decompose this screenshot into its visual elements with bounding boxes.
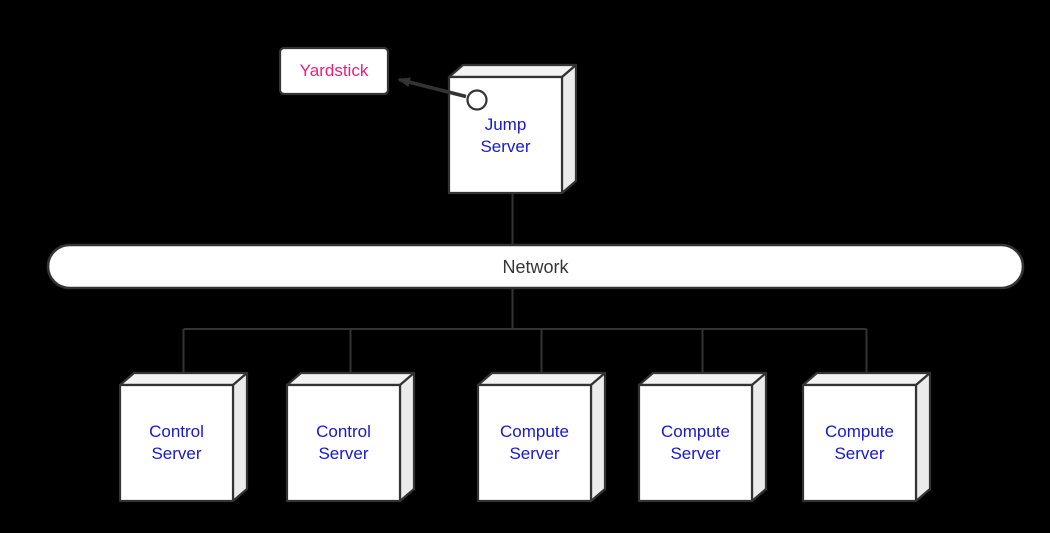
server-box-1-side [231,371,249,503]
server-box-2-side [398,371,416,503]
server-box-5 [801,371,932,503]
jump-server-box-side [560,63,578,195]
yardstick-arrow [397,77,467,99]
server-box-5-side [914,371,932,503]
jump-server-box [447,63,578,195]
yardstick-box [278,46,390,96]
server-box-2-top [285,371,416,387]
server-box-3 [476,371,607,503]
server-box-1-top [118,371,249,387]
jump-server-box-top [447,63,578,79]
server-box-3-front [476,383,593,503]
server-box-4-front [637,383,754,503]
server-box-2-front [285,383,402,503]
jump-server-box-front [447,75,564,195]
server-box-3-top [476,371,607,387]
server-box-4-top [637,371,768,387]
connector-lines [182,193,868,379]
server-box-2 [285,371,416,503]
port-circle [466,89,488,111]
server-box-4-side [750,371,768,503]
server-box-4 [637,371,768,503]
server-box-5-front [801,383,918,503]
server-box-5-top [801,371,932,387]
server-box-1 [118,371,249,503]
server-box-1-front [118,383,235,503]
server-box-3-side [589,371,607,503]
network-bus-pill [46,243,1025,290]
